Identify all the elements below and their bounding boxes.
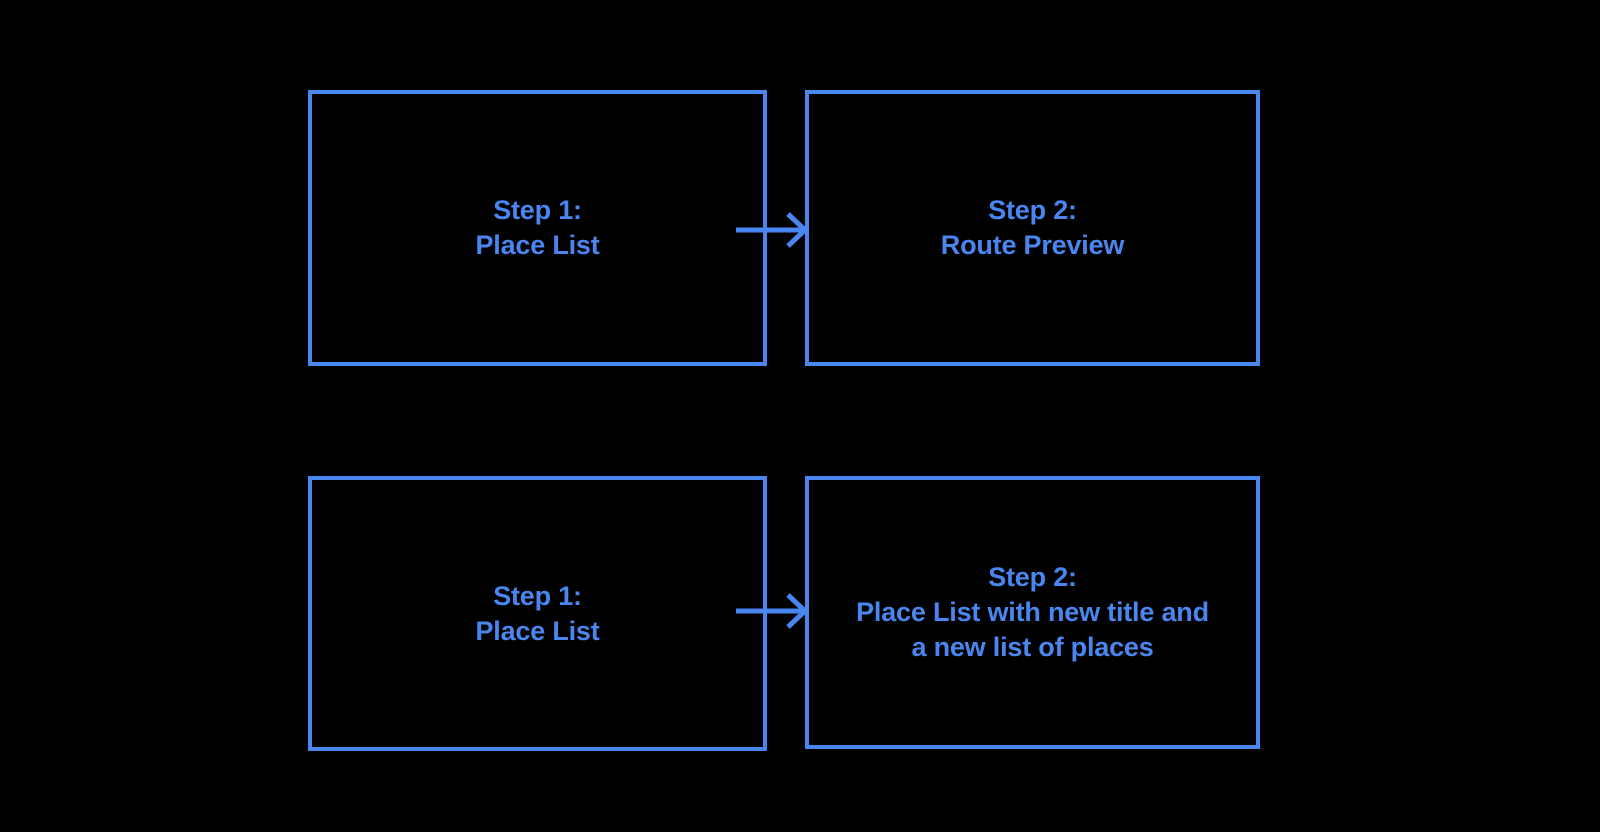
flow-row-1: Step 1: Place List Step 2: Route Preview xyxy=(308,90,1260,366)
flow-box-label: Step 1: Place List xyxy=(475,195,600,260)
flow-box-step-2-route-preview[interactable]: Step 2: Route Preview xyxy=(805,90,1260,366)
flow-row-2: Step 1: Place List Step 2: Place List wi… xyxy=(0,416,1600,832)
flow-box-step-1-place-list[interactable]: Step 1: Place List xyxy=(308,90,767,366)
flow-box-label: Step 2: Place List with new title and a … xyxy=(856,562,1209,662)
flow-box-label: Step 2: Route Preview xyxy=(940,195,1125,260)
flow-box-step-1-place-list-alt[interactable]: Step 1: Place List xyxy=(308,476,767,751)
flow-box-step-2-place-list-new[interactable]: Step 2: Place List with new title and a … xyxy=(805,476,1260,749)
flow-box-label: Step 1: Place List xyxy=(475,580,600,646)
